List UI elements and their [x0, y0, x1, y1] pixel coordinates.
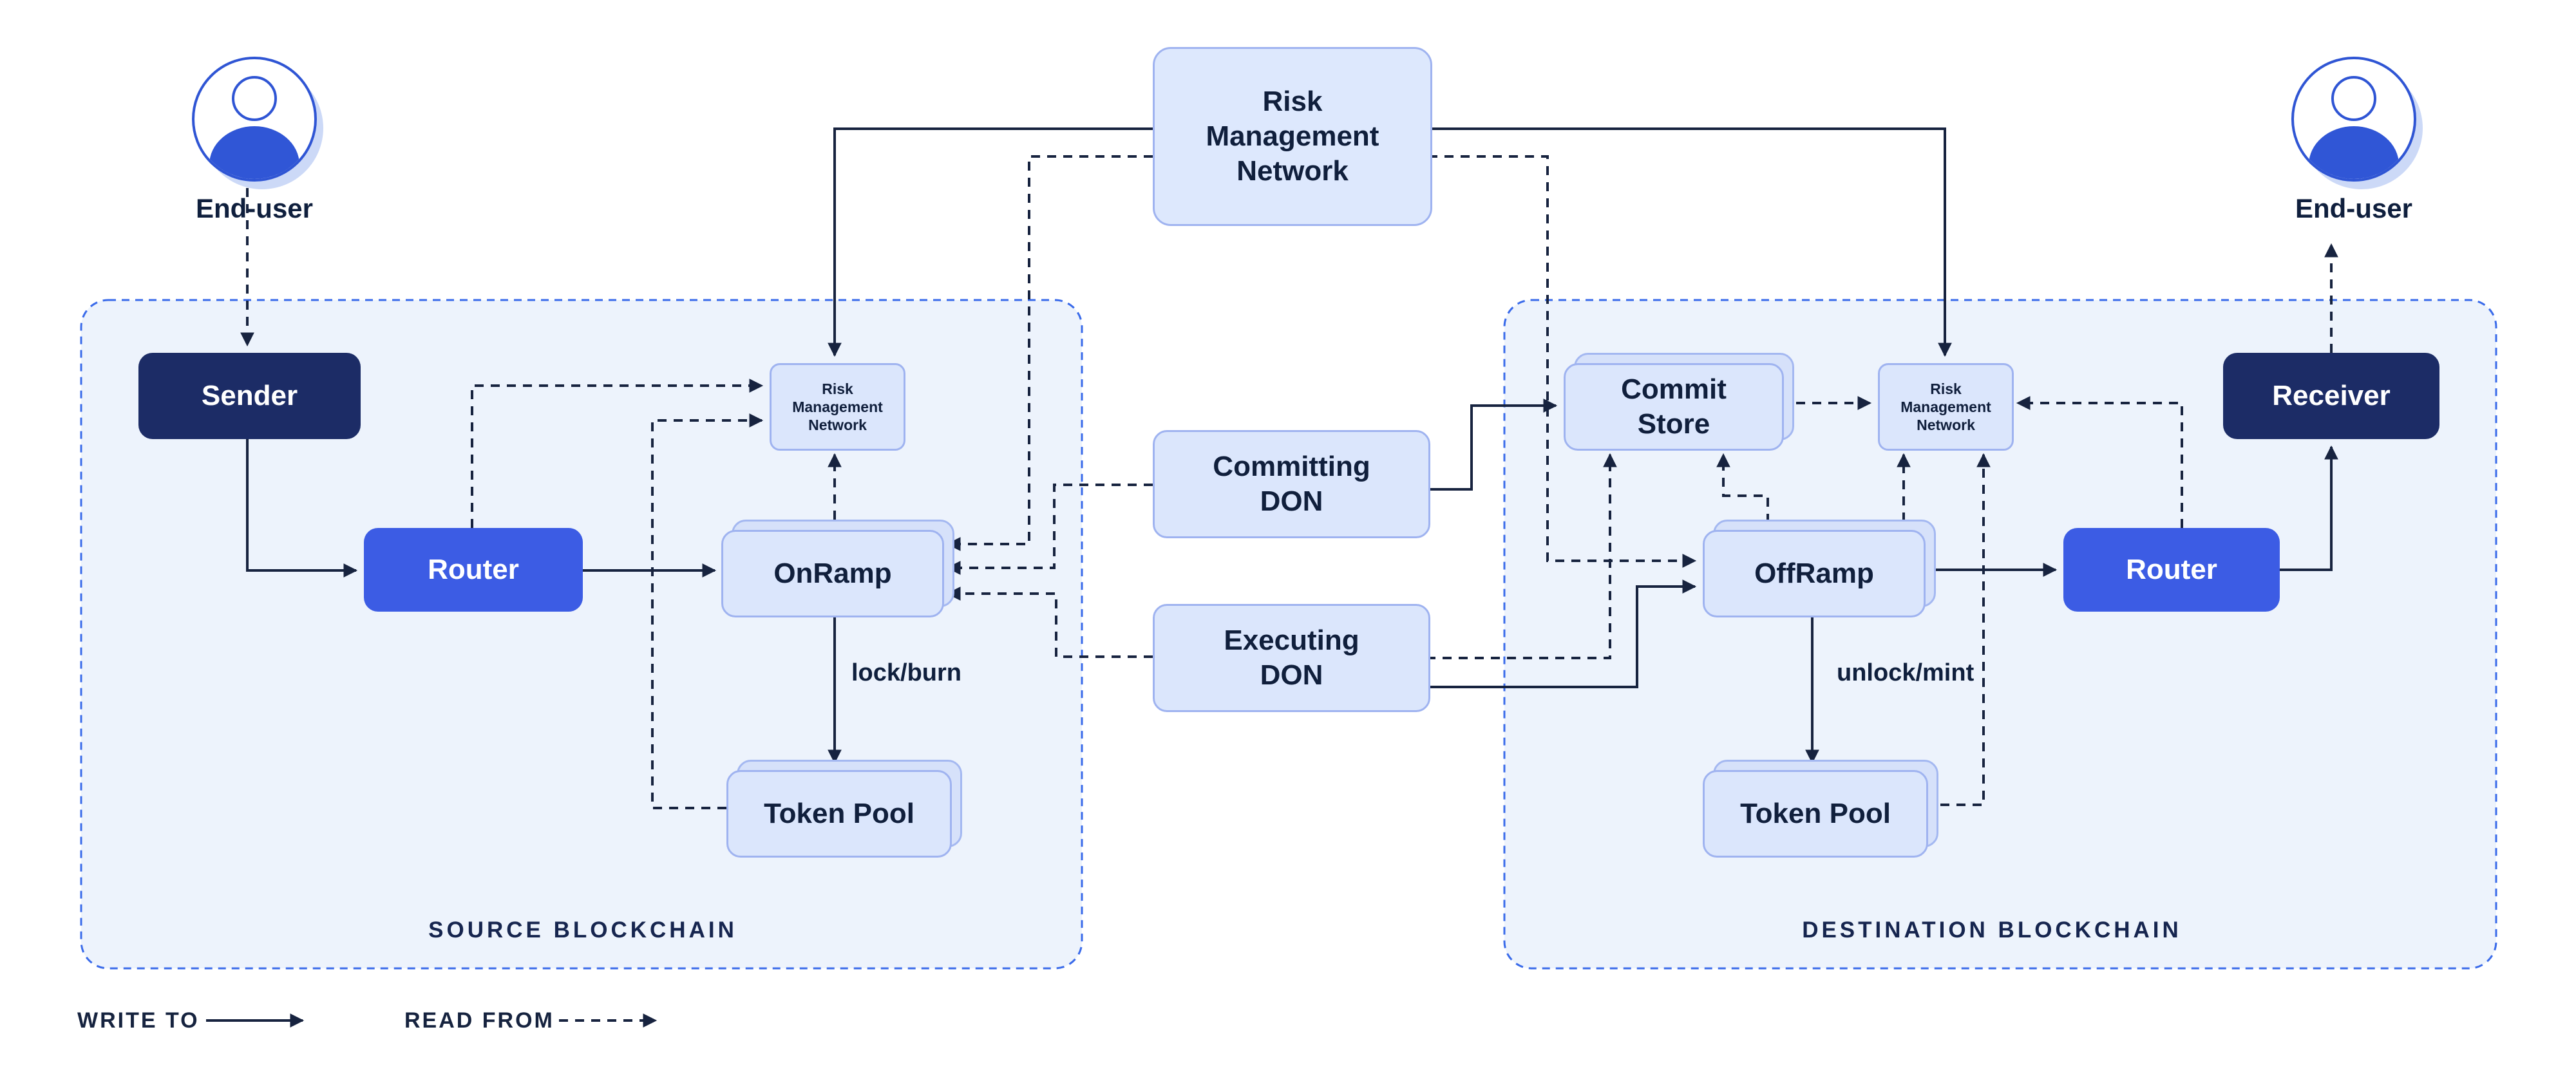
dest-risk-management-network-box: Risk Management Network: [1878, 363, 2014, 451]
dest-token-pool-label: Token Pool: [1740, 798, 1891, 830]
committing-don-label: Committing DON: [1213, 451, 1370, 517]
edge-sender-to-router: [246, 439, 358, 578]
source-risk-management-network-box: Risk Management Network: [770, 363, 905, 451]
user-avatar-icon: [2291, 57, 2416, 182]
end-user-left-icon: [192, 57, 323, 189]
executing-don-box: Executing DON: [1153, 604, 1430, 712]
dest-router-box: Router: [2063, 528, 2280, 612]
offramp-box: OffRamp: [1703, 530, 1926, 617]
source-token-pool-label: Token Pool: [764, 798, 914, 830]
legend-read-from-label: READ FROM: [404, 1008, 554, 1033]
dest-router-label: Router: [2126, 554, 2217, 586]
source-token-pool-box: Token Pool: [726, 770, 952, 858]
source-router-box: Router: [364, 528, 583, 612]
unlock-mint-label: unlock/mint: [1837, 659, 1975, 686]
source-blockchain-caption: SOURCE BLOCKCHAIN: [428, 917, 737, 943]
edge-router-reads-dest-rmn: [2016, 396, 2183, 528]
sender-box: Sender: [138, 353, 361, 439]
edge-executing-don-reads-onramp: [946, 587, 1153, 658]
source-risk-management-network-label: Risk Management Network: [792, 380, 883, 434]
edge-rmn-top-reads-onramp: [946, 155, 1153, 551]
edge-executing-don-reads-commit-store: [1426, 453, 1617, 659]
avatar-head: [2331, 76, 2376, 121]
committing-don-box: Committing DON: [1153, 430, 1430, 538]
receiver-box: Receiver: [2223, 353, 2439, 439]
sender-label: Sender: [201, 380, 298, 412]
edge-offramp-reads-commit-store: [1716, 453, 1769, 523]
offramp-label: OffRamp: [1754, 558, 1874, 590]
receiver-label: Receiver: [2272, 380, 2391, 412]
legend-write-to-label: WRITE TO: [77, 1008, 200, 1033]
avatar-body: [209, 126, 299, 179]
edge-rmn-top-reads-offramp: [1428, 155, 1697, 568]
edge-rmn-top-to-dest-rmn: [1428, 127, 1952, 357]
avatar-body: [2309, 126, 2399, 179]
edge-rmn-top-to-source-rmn: [828, 127, 1153, 357]
lock-burn-label: lock/burn: [851, 659, 962, 686]
user-avatar-icon: [192, 57, 317, 182]
edge-tokenpool-reads-dest-rmn: [1924, 453, 1991, 806]
edge-executing-don-to-offramp: [1426, 579, 1697, 688]
edge-committing-don-to-commit-store: [1426, 399, 1558, 491]
edge-router-to-receiver: [2280, 445, 2338, 571]
destination-blockchain-caption: DESTINATION BLOCKCHAIN: [1802, 917, 2182, 943]
risk-management-network-top-box: Risk Management Network: [1153, 47, 1432, 226]
edge-tokenpool-to-source-rmn: [651, 413, 764, 809]
onramp-box: OnRamp: [721, 530, 944, 617]
commit-store-box: Commit Store: [1564, 363, 1784, 451]
edge-committing-don-reads-onramp: [946, 484, 1153, 575]
dest-token-pool-box: Token Pool: [1703, 770, 1928, 858]
avatar-head: [232, 76, 277, 121]
source-router-label: Router: [428, 554, 519, 586]
executing-don-label: Executing DON: [1224, 625, 1359, 691]
dest-risk-management-network-label: Risk Management Network: [1900, 380, 1991, 434]
end-user-right-icon: [2291, 57, 2423, 189]
end-user-right-label: End-user: [2295, 193, 2413, 223]
commit-store-label: Commit Store: [1621, 373, 1727, 440]
risk-management-network-top-label: Risk Management Network: [1206, 86, 1379, 187]
end-user-left-label: End-user: [195, 193, 314, 223]
onramp-label: OnRamp: [773, 558, 892, 590]
